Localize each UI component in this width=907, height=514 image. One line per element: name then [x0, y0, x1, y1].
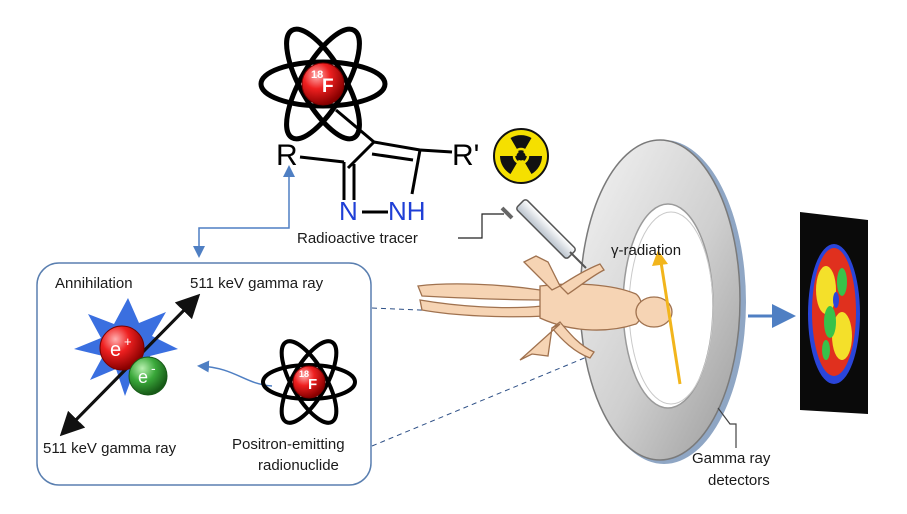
- radionuclide-label-1: Positron-emitting: [232, 436, 345, 453]
- fluorine-nucleus-lower: [292, 365, 326, 399]
- ring-atom-n: N: [339, 196, 358, 226]
- syringe-icon: [500, 199, 587, 269]
- patient-figure: [417, 255, 673, 361]
- svg-text:-: -: [151, 360, 156, 376]
- radiation-hazard-icon: [493, 128, 549, 184]
- svg-text:e: e: [138, 367, 148, 387]
- detector-leader: [717, 407, 737, 448]
- tracer-leader: [458, 213, 504, 239]
- substituent-r-prime: R': [452, 139, 480, 172]
- svg-text:e: e: [110, 339, 121, 361]
- pyrazole-structure: [299, 108, 453, 214]
- substituent-r: R: [276, 139, 298, 172]
- radionuclide-label-2: radionuclide: [258, 457, 339, 474]
- isotope-symbol-top: F: [322, 76, 334, 97]
- gamma-ray-arrow: [659, 261, 682, 385]
- svg-text:18: 18: [299, 369, 309, 379]
- atom-icon-top: 18 F: [258, 26, 388, 142]
- gamma-ray-label-bottom: 511 keV gamma ray: [43, 440, 177, 457]
- detectors-label-1: Gamma ray: [692, 450, 771, 467]
- tracer-label: Radioactive tracer: [297, 230, 418, 247]
- annihilation-title: Annihilation: [55, 275, 133, 292]
- isotope-mass-top: 18: [311, 69, 323, 81]
- structure-connector: [193, 212, 290, 258]
- positron-particle: e +: [99, 325, 145, 371]
- gamma-ray-label-top: 511 keV gamma ray: [190, 275, 324, 292]
- gamma-ray-arrowhead: [652, 250, 668, 266]
- electron-particle: e -: [128, 356, 168, 396]
- svg-text:+: +: [124, 334, 132, 349]
- fluorine-nucleus-top: [301, 62, 345, 106]
- ring-atom-nh: NH: [388, 196, 426, 226]
- gamma-radiation-label: γ-radiation: [611, 242, 682, 259]
- detectors-label-2: detectors: [708, 472, 770, 489]
- brain-scan-image: [800, 212, 868, 414]
- svg-text:F: F: [308, 376, 317, 393]
- atom-icon-lower: 18 F: [261, 339, 357, 425]
